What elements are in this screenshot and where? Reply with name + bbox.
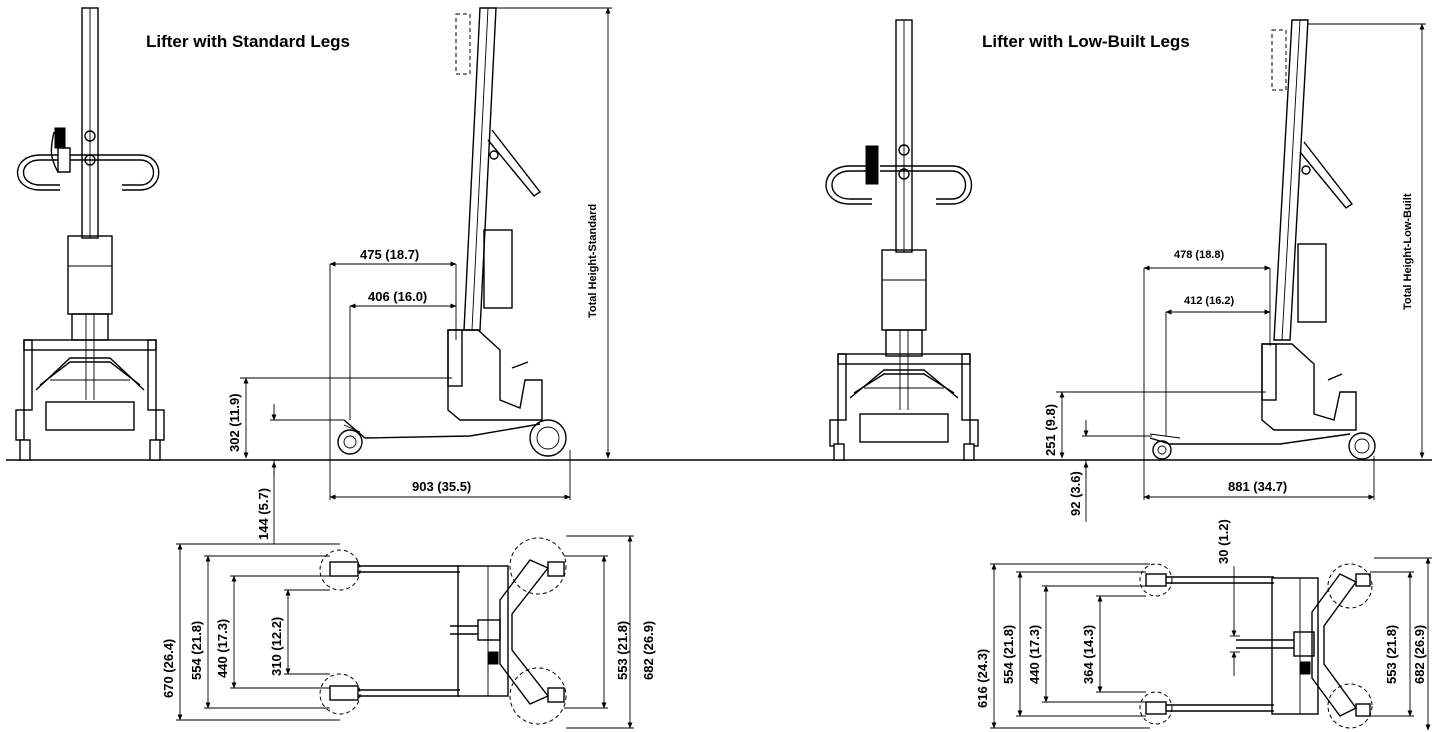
standard-top-dims: 670 (26.4) 554 (21.8) 440 (17.3) 310 (12… [161,535,656,729]
lowbuilt-side-view [1149,19,1376,460]
dim-670: 670 (26.4) [161,639,176,698]
dim-251: 251 (9.8) [1043,404,1058,456]
lowbuilt-side-dims: Total Height-Low-Built 478 (18.8) 412 (1… [1043,23,1426,522]
dim-30: 30 (1.2) [1216,519,1231,564]
dim-144: 144 (5.7) [256,488,271,540]
dim-478: 478 (18.8) [1174,249,1224,261]
dim-554-std: 554 (21.8) [189,621,204,680]
dim-440-std: 440 (17.3) [215,619,230,678]
title-standard: Lifter with Standard Legs [146,32,350,51]
dim-554-low: 554 (21.8) [1001,625,1016,684]
dim-92: 92 (3.6) [1068,471,1083,516]
dim-903: 903 (35.5) [412,479,471,494]
total-height-standard-label: Total Height-Standard [587,204,599,318]
lowbuilt-top-view [1139,563,1373,729]
dim-616: 616 (24.3) [975,649,990,708]
dim-440-low: 440 (17.3) [1027,625,1042,684]
lowbuilt-front-view [825,19,979,461]
dim-475: 475 (18.7) [360,247,419,262]
dim-302: 302 (11.9) [227,393,242,452]
standard-side-view [337,7,567,457]
dim-682-std: 682 (26.9) [641,621,656,680]
dim-881: 881 (34.7) [1228,479,1287,494]
lowbuilt-top-dims: 616 (24.3) 554 (21.8) 440 (17.3) 364 (14… [975,519,1432,731]
dim-553-low: 553 (21.8) [1384,625,1399,684]
dim-553-std: 553 (21.8) [615,621,630,680]
dim-406: 406 (16.0) [368,289,427,304]
dim-310: 310 (12.2) [269,617,284,676]
standard-top-view [319,537,567,725]
dim-412: 412 (16.2) [1184,295,1234,307]
standard-side-dims: Total Height-Standard 475 (18.7) 406 (16… [227,7,612,544]
dim-364: 364 (14.3) [1081,625,1096,684]
standard-front-view [15,7,165,461]
total-height-lowbuilt-label: Total Height-Low-Built [1402,193,1414,310]
dim-682-low: 682 (26.9) [1412,625,1427,684]
title-lowbuilt: Lifter with Low-Built Legs [982,32,1190,51]
